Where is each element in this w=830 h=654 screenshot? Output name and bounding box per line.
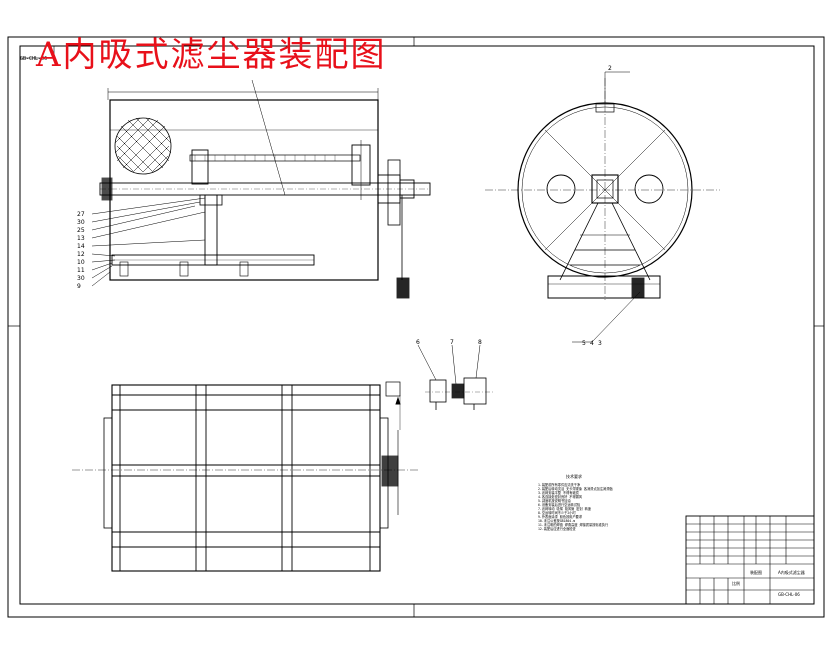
callout-side-bottom-2: 4 [590, 340, 594, 347]
note-line-10: 10.未注公差按GB1804-m [538, 518, 575, 523]
note-line-5: 5.减速机按说明书加油 [538, 498, 571, 503]
title-block [685, 515, 815, 605]
callout-drive-1: 6 [416, 339, 420, 346]
note-line-12: 12.装配后应进行全面检查 [538, 526, 576, 531]
plan-view [72, 381, 420, 572]
front-view [91, 79, 431, 299]
callout-side-bottom-1: 5 [582, 340, 586, 347]
note-line-9: 9.外表面涂漆 颜色按用户要求 [538, 514, 583, 519]
callout-front-5: 14 [77, 243, 85, 250]
title-block-company: 装配图 [750, 569, 762, 575]
outer-border [7, 36, 825, 618]
notes-heading: 技术要求 [566, 473, 582, 479]
title-block-drawing-code: GB-CHL-06 [778, 592, 800, 597]
callout-front-8: 11 [77, 267, 85, 274]
callout-front-3: 25 [77, 227, 85, 234]
drive-detail [417, 344, 495, 410]
drawing-number: GB-CHL-06 [20, 56, 48, 62]
note-line-7: 7.滤网转动 吸嘴 吸风管 密封 转速 [538, 506, 592, 511]
callout-front-10: 9 [77, 283, 81, 290]
callout-front-4: 13 [77, 235, 85, 242]
callout-front-9: 30 [77, 275, 85, 282]
note-line-11: 11.未注明的焊缝 焊角高度 焊接质量按标准执行 [538, 522, 609, 527]
callout-drive-3: 8 [478, 339, 482, 346]
callout-side-bottom-3: 3 [598, 340, 602, 347]
callout-front-2: 30 [77, 219, 85, 226]
side-view [485, 71, 720, 343]
front-callouts: 27 30 25 13 14 12 10 11 30 9 [77, 211, 85, 290]
callout-drive-2: 7 [450, 339, 454, 346]
callout-front-1: 27 [77, 211, 85, 218]
title-block-part-name: A内吸式滤尘器 [778, 569, 805, 575]
note-line-4: 4.各连接处密封良好 不得漏风 [538, 494, 583, 499]
callout-front-6: 12 [77, 251, 85, 258]
note-line-2: 2.装配后转动灵活 无卡滞现象 各润滑点加注润滑脂 [538, 486, 613, 491]
note-line-8: 8.空运转时间不少于2小时 [538, 510, 576, 515]
technical-notes: 技术要求 1.装配前所有零件应清洗干净 2.装配后转动灵活 无卡滞现象 各润滑点… [538, 473, 613, 531]
note-line-1: 1.装配前所有零件应清洗干净 [538, 482, 581, 487]
drawing-title: A内吸式滤尘器装配图 [36, 35, 387, 75]
note-line-3: 3.滤网安装平整 不得有破损 [538, 490, 580, 495]
callout-side-top: 2 [608, 65, 612, 72]
note-line-6: 6.设备安装后进行空运转试验 [538, 502, 581, 507]
callout-front-7: 10 [77, 259, 85, 266]
inner-border [19, 45, 815, 605]
title-block-scale-label: 比例 [732, 580, 740, 586]
filter-mesh [114, 117, 172, 175]
